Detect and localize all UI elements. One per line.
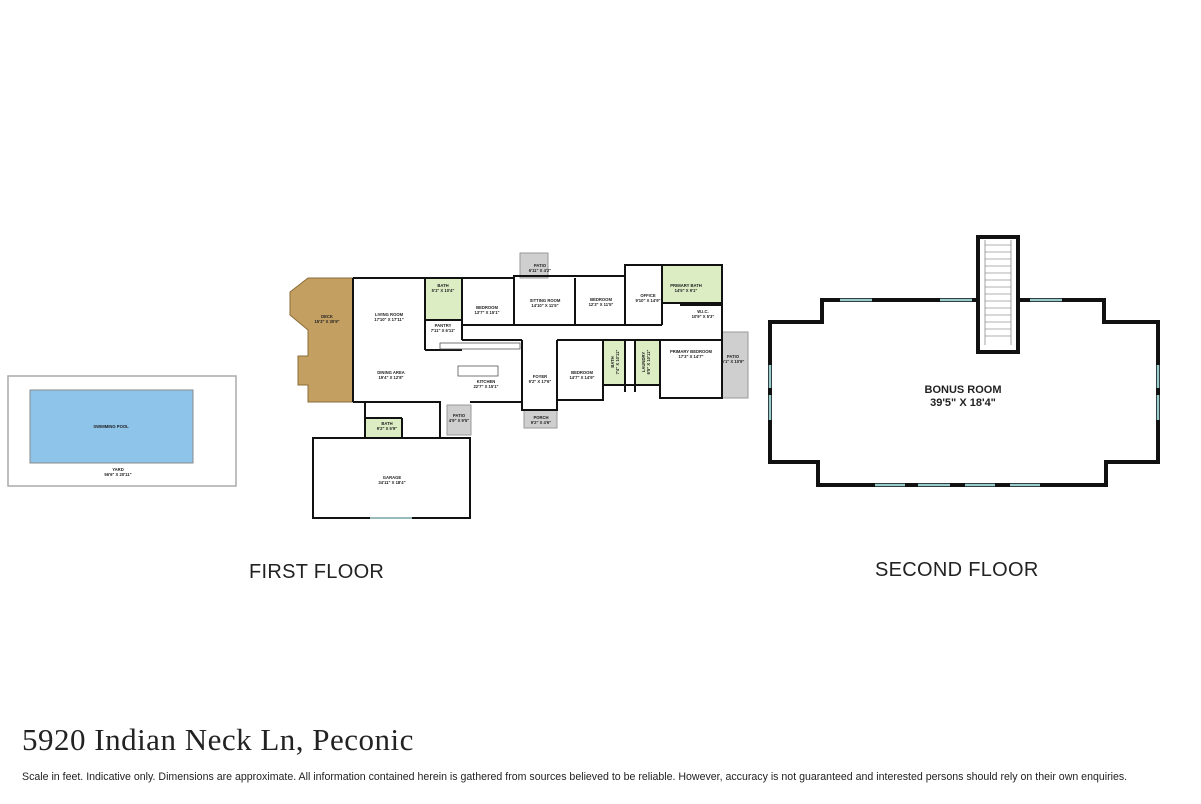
patio-right	[721, 331, 749, 399]
svg-text:9'2" X 4'6": 9'2" X 4'6"	[531, 420, 551, 425]
bath-3	[365, 418, 402, 438]
svg-text:GARAGE: GARAGE	[383, 475, 402, 480]
svg-text:5'1" X 10'9": 5'1" X 10'9"	[722, 359, 745, 364]
svg-text:22'7" X 15'1": 22'7" X 15'1"	[473, 384, 498, 389]
svg-text:PRIMARY BATH: PRIMARY BATH	[670, 283, 702, 288]
svg-text:KITCHEN: KITCHEN	[477, 379, 496, 384]
svg-text:14'5" X 9'1": 14'5" X 9'1"	[675, 288, 698, 293]
svg-text:9'10" X 14'9": 9'10" X 14'9"	[635, 298, 660, 303]
first-floor-label: FIRST FLOOR	[249, 561, 385, 583]
svg-text:LAUNDRY: LAUNDRY	[641, 352, 646, 373]
svg-text:10'9" X 5'3": 10'9" X 5'3"	[692, 314, 715, 319]
svg-text:BONUS ROOM: BONUS ROOM	[925, 384, 1002, 396]
svg-text:12'3" X 11'5": 12'3" X 11'5"	[589, 302, 614, 307]
disclaimer: Scale in feet. Indicative only. Dimensio…	[22, 771, 1128, 783]
laundry	[635, 340, 660, 385]
svg-text:DINING AREA: DINING AREA	[377, 370, 405, 375]
svg-text:BATH: BATH	[381, 421, 392, 426]
kitchen-counter	[439, 342, 521, 350]
svg-text:9'2" X 5'9": 9'2" X 5'9"	[377, 426, 397, 431]
svg-text:19'4" X 12'8": 19'4" X 12'8"	[378, 375, 403, 380]
patio-back	[446, 404, 472, 436]
svg-text:PATIO: PATIO	[534, 263, 547, 268]
svg-text:PANTRY: PANTRY	[435, 323, 452, 328]
svg-text:LIVING ROOM: LIVING ROOM	[375, 312, 404, 317]
yard: SWIMMING POOL YARD 56'6" X 20'11"	[7, 375, 237, 487]
second-floor-label: SECOND FLOOR	[875, 559, 1039, 581]
svg-text:SWIMMING POOL: SWIMMING POOL	[93, 424, 129, 429]
svg-text:PRIMARY BEDROOM: PRIMARY BEDROOM	[670, 349, 713, 354]
staircase	[976, 235, 1020, 354]
bath-1	[425, 278, 462, 320]
svg-text:BEDROOM: BEDROOM	[571, 370, 593, 375]
svg-text:7'4" X 10'11": 7'4" X 10'11"	[615, 350, 620, 375]
first-floor-walls	[352, 264, 723, 438]
primary-bath	[662, 265, 722, 303]
svg-text:4'9" X 9'5": 4'9" X 9'5"	[449, 418, 469, 423]
garage	[312, 437, 471, 519]
second-floor: BONUS ROOM 39'5" X 18'4"	[768, 235, 1160, 487]
svg-text:5'1" X 10'4": 5'1" X 10'4"	[432, 288, 455, 293]
svg-text:39'5" X 18'4": 39'5" X 18'4"	[930, 397, 996, 409]
svg-text:9'2" X 17'6": 9'2" X 17'6"	[529, 379, 552, 384]
svg-text:YARD: YARD	[112, 467, 123, 472]
svg-text:PATIO: PATIO	[727, 354, 740, 359]
svg-text:14'10" X 11'5": 14'10" X 11'5"	[531, 303, 558, 308]
svg-text:17'10" X 17'11": 17'10" X 17'11"	[374, 317, 403, 322]
svg-text:56'6" X 20'11": 56'6" X 20'11"	[104, 472, 131, 477]
svg-text:6'11" X 4'2": 6'11" X 4'2"	[529, 268, 552, 273]
deck: DECK 15'3" X 30'9"	[289, 277, 354, 403]
svg-text:BEDROOM: BEDROOM	[590, 297, 612, 302]
svg-text:BEDROOM: BEDROOM	[476, 305, 498, 310]
svg-text:13'7" X 15'1": 13'7" X 15'1"	[474, 310, 499, 315]
svg-text:DECK: DECK	[321, 314, 333, 319]
windows	[768, 298, 1160, 487]
svg-text:PATIO: PATIO	[453, 413, 466, 418]
svg-text:17'3" X 14'7": 17'3" X 14'7"	[678, 354, 703, 359]
svg-text:SITTING ROOM: SITTING ROOM	[530, 298, 561, 303]
patio-top	[519, 252, 549, 279]
kitchen-island	[457, 365, 499, 377]
svg-text:15'3" X 30'9": 15'3" X 30'9"	[314, 319, 339, 324]
svg-text:BATH: BATH	[610, 356, 615, 367]
svg-text:6'5" X 10'11": 6'5" X 10'11"	[646, 350, 651, 375]
svg-text:OFFICE: OFFICE	[640, 293, 656, 298]
svg-text:34'11" X 18'4": 34'11" X 18'4"	[378, 480, 405, 485]
svg-text:FOYER: FOYER	[533, 374, 547, 379]
svg-text:BATH: BATH	[437, 283, 448, 288]
property-address: 5920 Indian Neck Ln, Peconic	[22, 722, 414, 757]
svg-text:14'7" X 14'9": 14'7" X 14'9"	[569, 375, 594, 380]
svg-text:7'11" X 6'11": 7'11" X 6'11"	[431, 328, 456, 333]
svg-text:W.I.C.: W.I.C.	[697, 309, 708, 314]
swimming-pool	[29, 389, 194, 464]
room-labels: LIVING ROOM 17'10" X 17'11" BATH 5'1" X …	[374, 263, 744, 485]
bath-2	[603, 340, 625, 385]
svg-text:PORCH: PORCH	[533, 415, 548, 420]
